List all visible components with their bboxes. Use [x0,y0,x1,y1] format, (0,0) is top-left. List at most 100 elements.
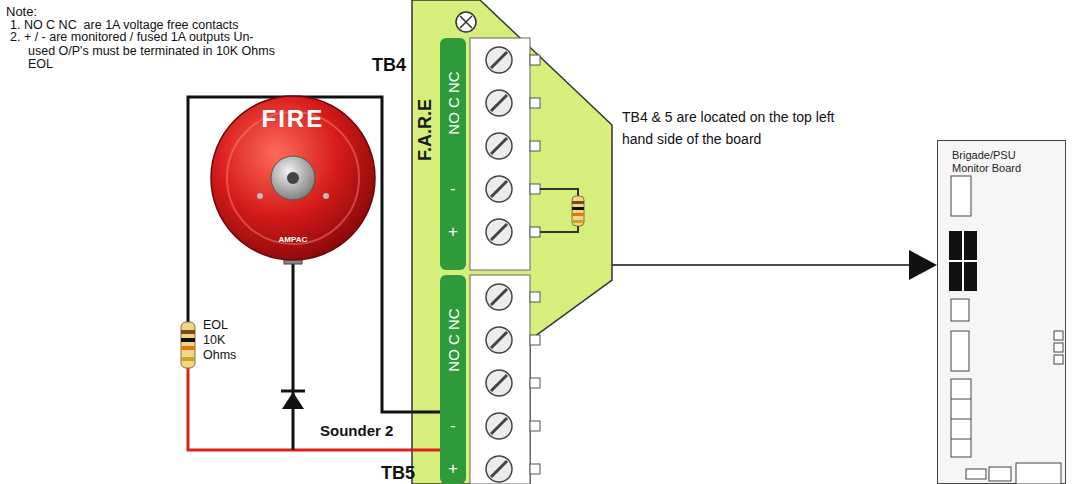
bell-screw [257,193,263,199]
terminal-sign: + [448,459,458,479]
terminal-tab [530,335,540,345]
sounder-label: Sounder 2 [320,422,393,440]
arrow-head [909,250,937,280]
resistor-band [572,207,584,210]
board-component [1016,463,1061,484]
screw-slot [491,138,507,154]
board-shape [412,0,612,484]
positive-wire-end [412,449,440,452]
bell-screw [323,193,329,199]
mounting-screw-cross [460,16,472,28]
screw-slot [491,461,507,477]
negative-wire-end [412,411,440,414]
board-component [951,379,971,457]
terminal-housing [470,275,530,484]
terminal-tab [530,227,540,237]
terminal-screw [486,47,512,73]
screw-slot [491,95,507,111]
board-name: F.A.R.E [414,99,436,161]
board-component [951,176,971,216]
terminal-strip: NO C NC - + [440,38,466,270]
terminal-screws [486,47,540,482]
terminal-screw [486,284,512,310]
terminal-tab [530,184,540,194]
wires [188,97,412,450]
diode-bar [281,390,305,393]
board-component [951,299,969,321]
terminal-screw [486,219,512,245]
terminal-strip: NO C NC - + [440,275,466,484]
screw-slot [491,332,507,348]
fire-bell [211,96,375,264]
terminal-screw [486,413,512,439]
terminal-housing [470,38,530,270]
terminal-tab [530,421,540,431]
note-heading: Note: [6,4,37,20]
bell-gong [211,96,375,260]
eol-resistor-tb4 [540,189,584,232]
terminal-block-name: TB5 [381,462,415,484]
terminal-sign: - [450,416,456,436]
resistor-symbol [181,322,195,368]
resistor-band [572,201,584,204]
resistor-body [181,322,195,368]
diode-triangle [282,392,304,409]
terminal-tab [530,98,540,108]
board-component [1054,355,1063,364]
terminal-tab [530,292,540,302]
board-connector [949,231,977,291]
terminal-names: NO C NC [444,308,462,371]
resistor-band [572,220,584,223]
terminal-screw [486,90,512,116]
monitor-board-parts [938,141,1067,484]
board-title: Brigade/PSU Monitor Board [952,149,1047,175]
bell-marking: FIRE [262,104,325,133]
resistor-body [572,196,584,226]
resistor-label: EOL 10K Ohms [203,318,247,363]
terminal-tab [530,378,540,388]
monitor-board: Brigade/PSU Monitor Board [937,140,1066,484]
note-text: 2. + / - are monitored / fused 1A output… [10,31,278,72]
terminal-names: NO C NC [444,71,462,134]
bell-rim [227,112,359,244]
board-component [966,469,986,479]
terminal-board: NO C NC - + NO C NC - + F.A.R.E [412,0,612,484]
screw-slot [491,181,507,197]
resistor-band [572,213,584,216]
bell-brand: AMPAC [279,235,308,245]
screw-slot [491,375,507,391]
resistor-band [181,338,195,342]
terminal-sign: - [450,179,456,199]
location-note: TB4 & 5 are located on the top left hand… [622,106,837,150]
board-component [989,467,1011,481]
bell-striker [287,172,299,184]
drawing-part [951,176,1063,484]
board-connector-gaps [949,231,977,291]
terminal-screw [486,327,512,353]
diode-wire [292,258,295,450]
terminal-tab [530,55,540,65]
bell-dome [271,156,315,200]
board-component [1054,343,1063,352]
board-component [1054,331,1063,340]
terminal-block-name: TB4 [372,54,406,76]
screw-slot [491,418,507,434]
diode-symbol [281,391,305,409]
resistor-band [181,346,195,350]
mounting-screw [456,12,476,32]
terminal-screw [486,456,512,482]
connector-arrow [612,250,937,280]
board-component-lines [951,399,971,439]
terminal-tab [530,464,540,474]
screw-slot [491,289,507,305]
connector-line [612,264,911,266]
terminal-sign: + [448,222,458,242]
negative-wire [188,97,412,412]
positive-wire [188,368,412,450]
resistor-band [181,330,195,334]
terminal-screw [486,370,512,396]
board-component [951,331,969,371]
terminal-screw [486,133,512,159]
terminal-screw [486,176,512,202]
